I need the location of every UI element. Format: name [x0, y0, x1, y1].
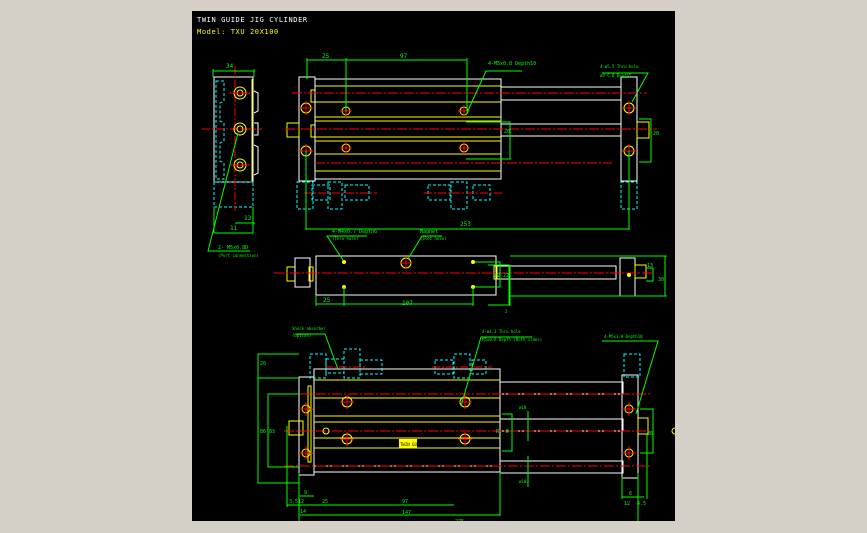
- dim-bot-4-5: 4.5: [637, 501, 646, 507]
- side-right-profile: [253, 90, 259, 176]
- side-note-1: 2- M5x0.8D: [218, 245, 248, 251]
- bot-rod-left: [288, 420, 304, 436]
- bot-end-plate-right: [621, 374, 639, 479]
- mid-note-a2: (Thru hole): [332, 236, 359, 241]
- dim-bot-86: 86: [260, 429, 266, 435]
- dim-bot-d: D: [506, 429, 509, 435]
- top-note-b1: 4-ø5.5 Thru hole: [600, 64, 639, 69]
- cad-drawing-canvas: TWIN GUIDE JIG CYLINDER Model: TXU 20X10…: [192, 11, 675, 521]
- side-leader: [207, 132, 250, 252]
- mid-rod-left: [286, 266, 296, 282]
- dim-side-11: 11: [230, 225, 238, 232]
- bot-note-a2: (Option): [292, 333, 311, 338]
- side-hidden-lower: [213, 181, 254, 208]
- dim-mid-25: 25: [323, 297, 331, 304]
- dim-bot-97: 97: [402, 499, 408, 505]
- top-note-b2: ø9 C.B Depth5: [600, 73, 632, 78]
- dim-mid-height: 30: [658, 277, 664, 283]
- bot-note-a1: Shock absorber: [292, 326, 326, 331]
- top-rod-left: [286, 122, 300, 138]
- side-view: 34 13 11 2- M5x0.8D (Port connection): [202, 63, 262, 258]
- dim-bot-20: 20: [260, 361, 266, 367]
- dim-bot-83: 83: [269, 429, 275, 435]
- top-note-a: 4-M5x0.8 Depth10: [488, 61, 536, 67]
- dim-bot-147: 147: [402, 510, 411, 516]
- dim-bot-9: 9: [304, 490, 307, 496]
- bot-guide-rod-2: [499, 418, 624, 432]
- bot-guide-rod-3: [499, 460, 624, 474]
- mid-end-plate-right: [619, 257, 636, 297]
- side-note-2: (Port connection): [218, 253, 259, 258]
- top-shock-absorbers-hidden: [296, 181, 638, 210]
- port-hole-icon: [233, 122, 247, 136]
- dim-bot-phi10: ø10: [519, 405, 527, 410]
- mid-small-holes: [342, 260, 631, 289]
- mid-note-b2: (Slot hole): [420, 236, 447, 241]
- dim-bot-3-5: 3.5: [289, 499, 298, 505]
- bot-note-b2: M5x0.8 Depth (Both sides): [482, 337, 542, 342]
- dim-bot-12r: 12: [624, 501, 630, 507]
- top-leader-a: [465, 70, 522, 116]
- dim-bot-25: 25: [322, 499, 328, 505]
- dim-bot-phi10b: ø10: [519, 479, 527, 484]
- drawing-model: Model: TXU 20X100: [197, 28, 279, 36]
- bot-body: [313, 368, 501, 473]
- dim-top-25: 25: [322, 53, 330, 60]
- mid-rod-right: [634, 264, 647, 279]
- nameplate: [399, 439, 417, 448]
- side-hidden-profile: [215, 80, 225, 180]
- bottom-view: TWIN GUIDE Shock absorber (Option) 4-ø4.…: [257, 326, 675, 521]
- bot-note-c: 4-M5x1.0 Depth10: [604, 334, 643, 339]
- dim-mid-107: 107: [402, 300, 413, 307]
- dim-top-rod: 20: [653, 131, 659, 137]
- top-hole-crosshairs: [299, 101, 636, 158]
- dim-bot-14: 14: [300, 509, 306, 515]
- top-rod-right: [636, 121, 650, 139]
- cad-drawing: 34 13 11 2- M5x0.8D (Port connection): [202, 53, 675, 521]
- bot-hole-crosshairs: [299, 395, 636, 460]
- dim-top-97: 97: [400, 53, 408, 60]
- dim-top-inner: 20: [504, 129, 510, 135]
- nameplate-text: TWIN GUIDE: [400, 442, 425, 447]
- side-port-holes: [230, 86, 250, 172]
- dim-bot-12: 12: [298, 499, 304, 505]
- dim-bot-r: R: [496, 429, 500, 435]
- port-hole-icon: [236, 125, 244, 133]
- top-guide-rod-2: [500, 123, 622, 137]
- dim-bot-275: 275: [455, 519, 464, 521]
- middle-view: 4-M4x0.7 Depth6 (Thru hole) Magnet (Slot…: [274, 229, 667, 314]
- top-view: 25 97 4-M5x0.8 Depth10 4-ø5.5 Thru hole …: [285, 53, 659, 230]
- mid-note-b1: Magnet: [420, 229, 438, 235]
- dim-mid-b: 22: [503, 273, 509, 279]
- dim-bot-36: 36: [647, 431, 653, 437]
- top-leader-b: [602, 72, 649, 103]
- dim-mid-rod: 13: [647, 263, 653, 269]
- drawing-title: TWIN GUIDE JIG CYLINDER: [197, 16, 308, 24]
- dim-top-total: 253: [460, 221, 471, 228]
- bot-note-b1: 4-ø4.3 Thru hole: [482, 329, 521, 334]
- dim-mid-small: 2: [505, 309, 508, 314]
- bot-guide-rod-1: [499, 381, 624, 395]
- dim-bot-6: 6: [629, 491, 632, 497]
- bot-shock-absorbers-hidden: [309, 348, 641, 379]
- mid-note-a1: 4-M4x0.7 Depth6: [332, 229, 377, 235]
- bot-end-plate-left: [298, 376, 315, 476]
- dim-mid-a: 22: [494, 273, 500, 279]
- bot-rod-right: [637, 417, 649, 435]
- dim-side-width: 34: [226, 63, 234, 70]
- dim-side-13: 13: [244, 215, 252, 222]
